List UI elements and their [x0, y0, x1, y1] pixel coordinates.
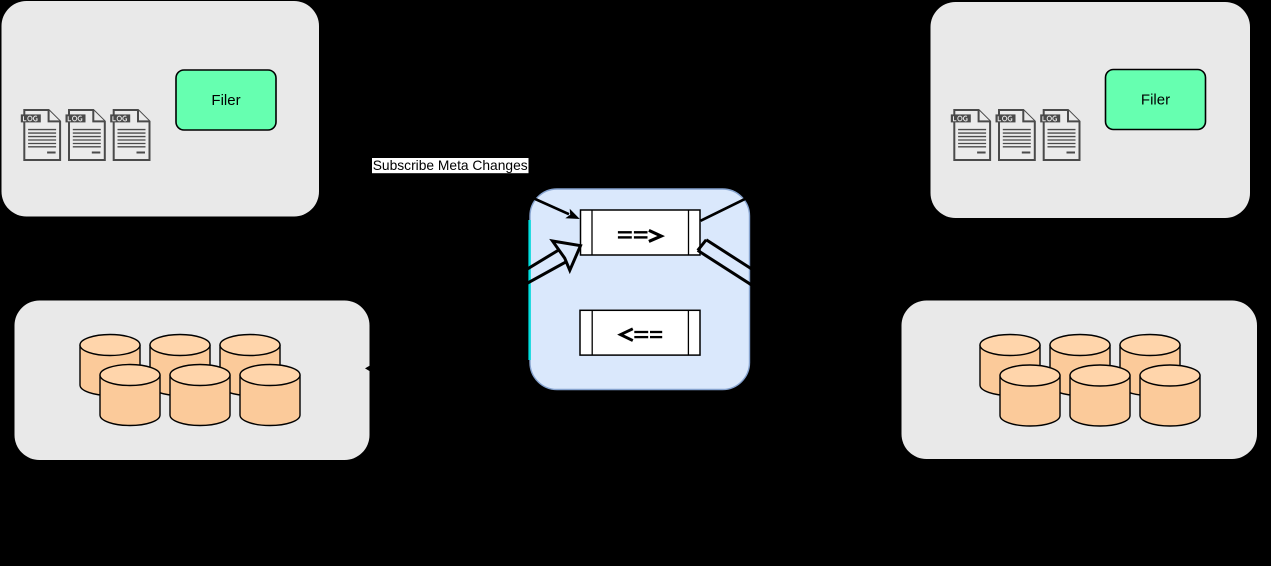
svg-text:Subscribe Meta Changes: Subscribe Meta Changes [373, 158, 528, 173]
